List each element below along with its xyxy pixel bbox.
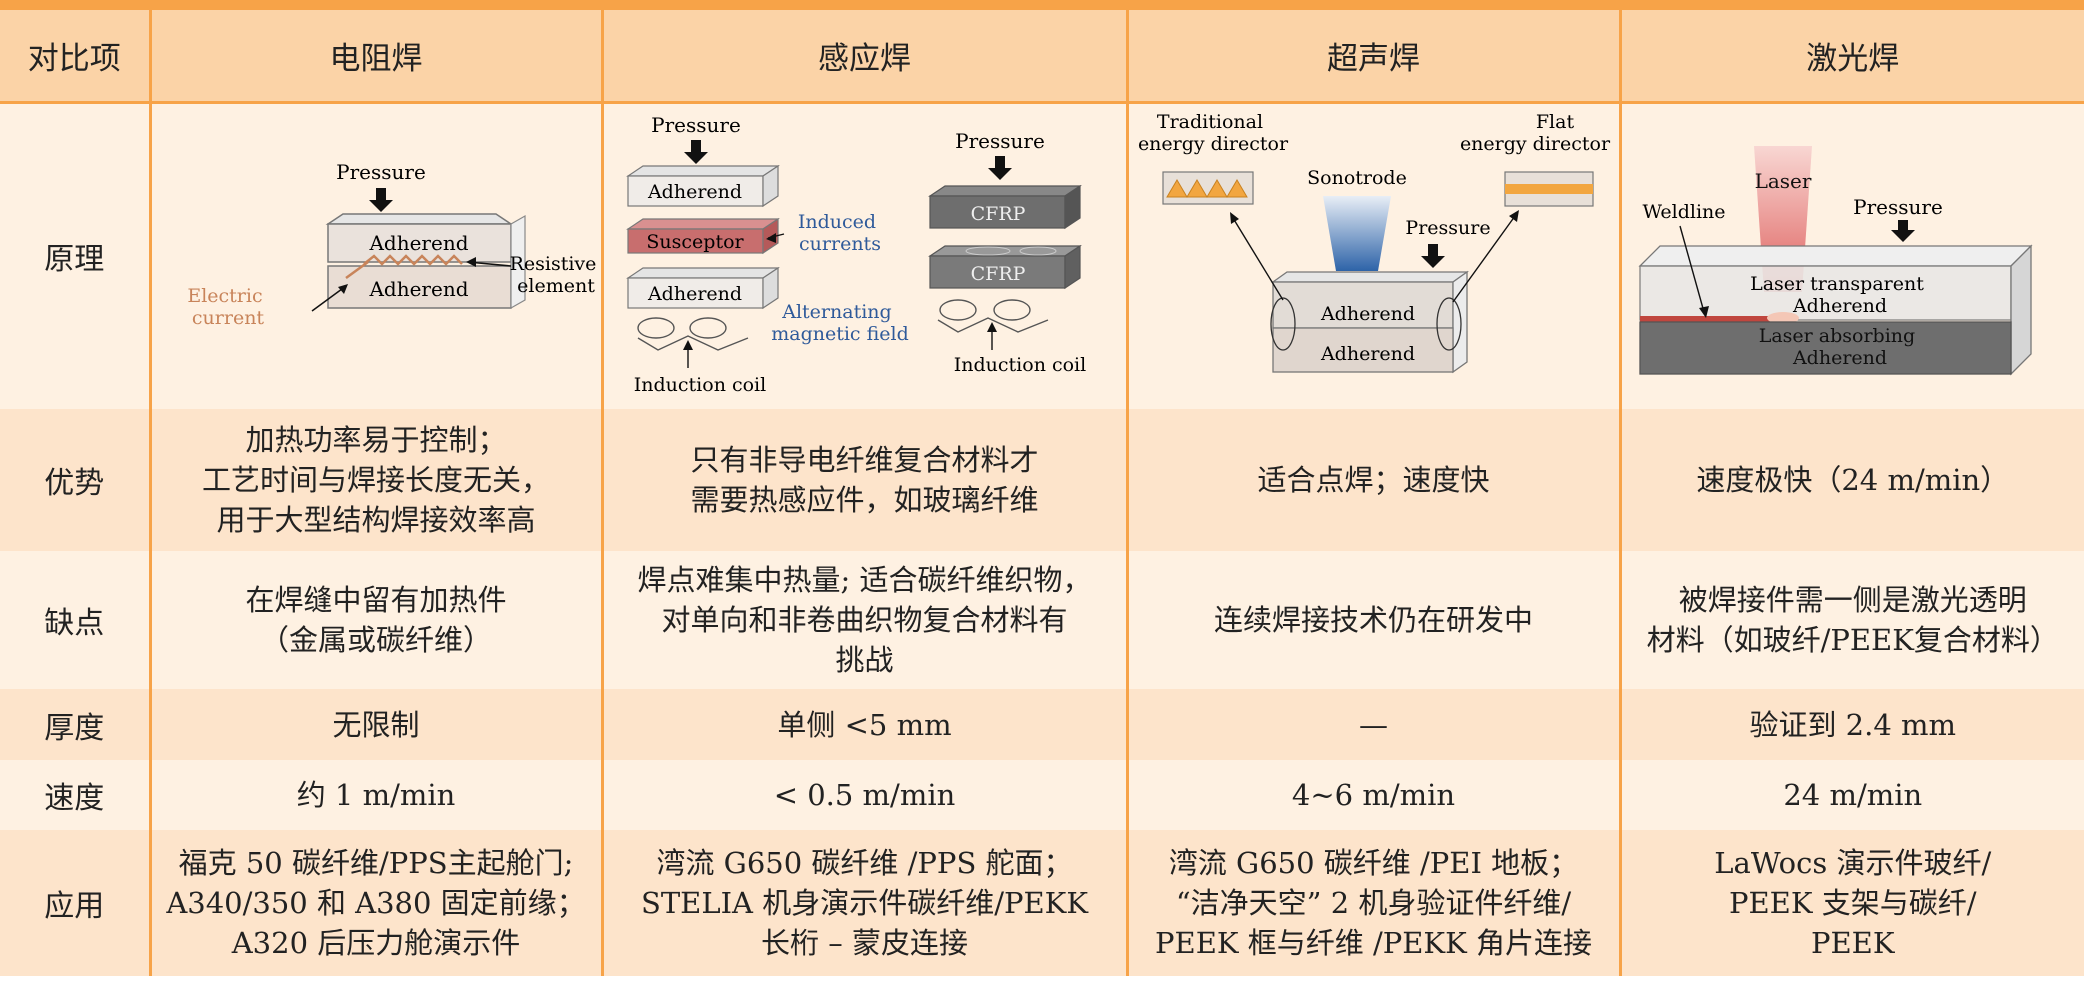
advantage-row: 优势 加热功率易于控制；工艺时间与焊接长度无关，用于大型结构焊接效率高 只有非导… [0,409,2084,551]
induced-currents-label: Induced currents [797,211,881,255]
weldline-label: Weldline [1642,201,1725,223]
disadvantage-laser: 被焊接件需一侧是激光透明材料（如玻纤/PEEK复合材料） [1620,551,2084,689]
application-resistance: 福克 50 碳纤维/PPS主起舱门;A340/350 和 A380 固定前缘；A… [150,830,604,976]
induction-coil-left-label: Induction coil [633,374,765,396]
row-label-advantage: 优势 [0,409,152,551]
adherend-bottom-block [327,265,512,309]
adherend-bottom-block [1271,327,1454,373]
speed-laser: 24 m/min [1620,760,2084,830]
cfrp-top-block [928,195,1066,229]
sonotrode-label: Sonotrode [1307,167,1407,189]
disadvantage-ultrasonic: 连续焊接技术仍在研发中 [1127,551,1622,689]
header-item: 对比项 [0,10,152,104]
absorbing-adherend-label: Laser absorbing Adherend [1758,325,1921,369]
row-label-principle: 原理 [0,102,152,409]
sonotrode-horn [1322,196,1391,272]
pressure-label: Pressure [1853,195,1943,219]
right-coil [937,299,1048,334]
row-label-application: 应用 [0,830,152,976]
disadvantage-resistance: 在焊缝中留有加热件（金属或碳纤维） [150,551,604,689]
resistance-welding-diagram: Pressure Adherend Adherend Resistive ele… [187,160,596,329]
cfrp-bottom-block [928,255,1066,289]
speed-resistance: 约 1 m/min [150,760,604,830]
header-resistance-welding: 电阻焊 [150,10,604,104]
thickness-row: 厚度 无限制 单侧 <5 mm — 验证到 2.4 mm [0,689,2084,760]
adherend-bottom-label: Adherend [646,283,741,305]
weld-seam [1639,316,1780,323]
induction-welding-diagram: Pressure Adherend Susceptor Adherend [625,113,1086,396]
principle-row: 原理 Pressure Adherend Adherend Resistive … [0,102,2084,409]
advantage-induction: 只有非导电纤维复合材料才需要热感应件，如玻璃纤维 [602,409,1129,551]
adherend-top-label: Adherend [368,231,468,255]
alternating-field-label: Alternating magnetic field [771,301,909,345]
thickness-laser: 验证到 2.4 mm [1620,689,2084,760]
laser-diagram-cell: Laser Weldline Pressure Laser transparen… [1620,102,2084,409]
header-laser-welding: 激光焊 [1620,10,2084,104]
cfrp-bottom-label: CFRP [970,263,1025,285]
ultrasonic-welding-diagram: Traditional energy director Flat energy … [1137,111,1610,374]
speed-row: 速度 约 1 m/min < 0.5 m/min 4~6 m/min 24 m/… [0,760,2084,830]
pressure-label: Pressure [336,160,426,184]
adherend-top-label: Adherend [646,181,741,203]
adherend-bottom-block [626,277,764,309]
absorbing-adherend-block [1638,321,2012,375]
induction-diagram-cell: Pressure Adherend Susceptor Adherend [602,102,1129,409]
application-row: 应用 福克 50 碳纤维/PPS主起舱门;A340/350 和 A380 固定前… [0,830,2084,976]
resistive-coil [363,254,463,267]
disadvantage-induction: 焊点难集中热量; 适合碳纤维织物，对单向和非卷曲织物复合材料有挑战 [602,551,1129,689]
adherend-top-block [626,175,764,207]
adherend-top-block [327,223,512,263]
induction-coil-right-label: Induction coil [953,354,1085,376]
header-induction-welding: 感应焊 [602,10,1129,104]
ultrasonic-diagram-cell: Traditional energy director Flat energy … [1127,102,1622,409]
adherend-bottom-label: Adherend [1319,343,1414,365]
header-ultrasonic-welding: 超声焊 [1127,10,1622,104]
thickness-induction: 单侧 <5 mm [602,689,1129,760]
application-induction: 湾流 G650 碳纤维 /PPS 舵面；STELIA 机身演示件碳纤维/PEKK… [602,830,1129,976]
susceptor-block [626,228,764,254]
comparison-table: 对比项 电阻焊 感应焊 超声焊 激光焊 原理 Pressure Adherend… [0,10,2084,976]
laser-label: Laser [1754,169,1811,193]
transparent-adherend-label: Laser transparent Adherend [1750,273,1930,317]
row-label-thickness: 厚度 [0,689,152,760]
pressure-left-label: Pressure [651,113,741,137]
pressure-arrow [369,188,393,213]
cfrp-top-label: CFRP [970,203,1025,225]
adherend-top-label: Adherend [1319,303,1414,325]
adherend-top-block [1271,281,1454,329]
traditional-director-label: Traditional energy director [1137,111,1288,155]
flat-director-label: Flat energy director [1459,111,1610,155]
top-accent-bar [0,0,2084,10]
advantage-laser: 速度极快（24 m/min） [1620,409,2084,551]
left-coil [636,317,748,352]
row-label-speed: 速度 [0,760,152,830]
application-laser: LaWocs 演示件玻纤/PEEK 支架与碳纤/PEEK [1620,830,2084,976]
laser-welding-diagram: Laser Weldline Pressure Laser transparen… [1637,146,2033,376]
electric-current-label: Electric current [187,285,268,329]
advantage-ultrasonic: 适合点焊；速度快 [1127,409,1622,551]
pressure-right-label: Pressure [955,129,1045,153]
row-label-disadvantage: 缺点 [0,551,152,689]
speed-induction: < 0.5 m/min [602,760,1129,830]
thickness-ultrasonic: — [1127,689,1622,760]
application-ultrasonic: 湾流 G650 碳纤维 /PEI 地板；“洁净天空” 2 机身验证件纤维/PEE… [1127,830,1622,976]
resistance-diagram-cell: Pressure Adherend Adherend Resistive ele… [150,102,604,409]
header-row: 对比项 电阻焊 感应焊 超声焊 激光焊 [0,10,2084,104]
speed-ultrasonic: 4~6 m/min [1127,760,1622,830]
resistive-element-label: Resistive element [510,253,596,297]
susceptor-label: Susceptor [646,231,744,253]
adherend-bottom-label: Adherend [368,277,468,301]
advantage-resistance: 加热功率易于控制；工艺时间与焊接长度无关，用于大型结构焊接效率高 [150,409,604,551]
pressure-label: Pressure [1405,217,1490,239]
thickness-resistance: 无限制 [150,689,604,760]
disadvantage-row: 缺点 在焊缝中留有加热件（金属或碳纤维） 焊点难集中热量; 适合碳纤维织物，对单… [0,551,2084,689]
